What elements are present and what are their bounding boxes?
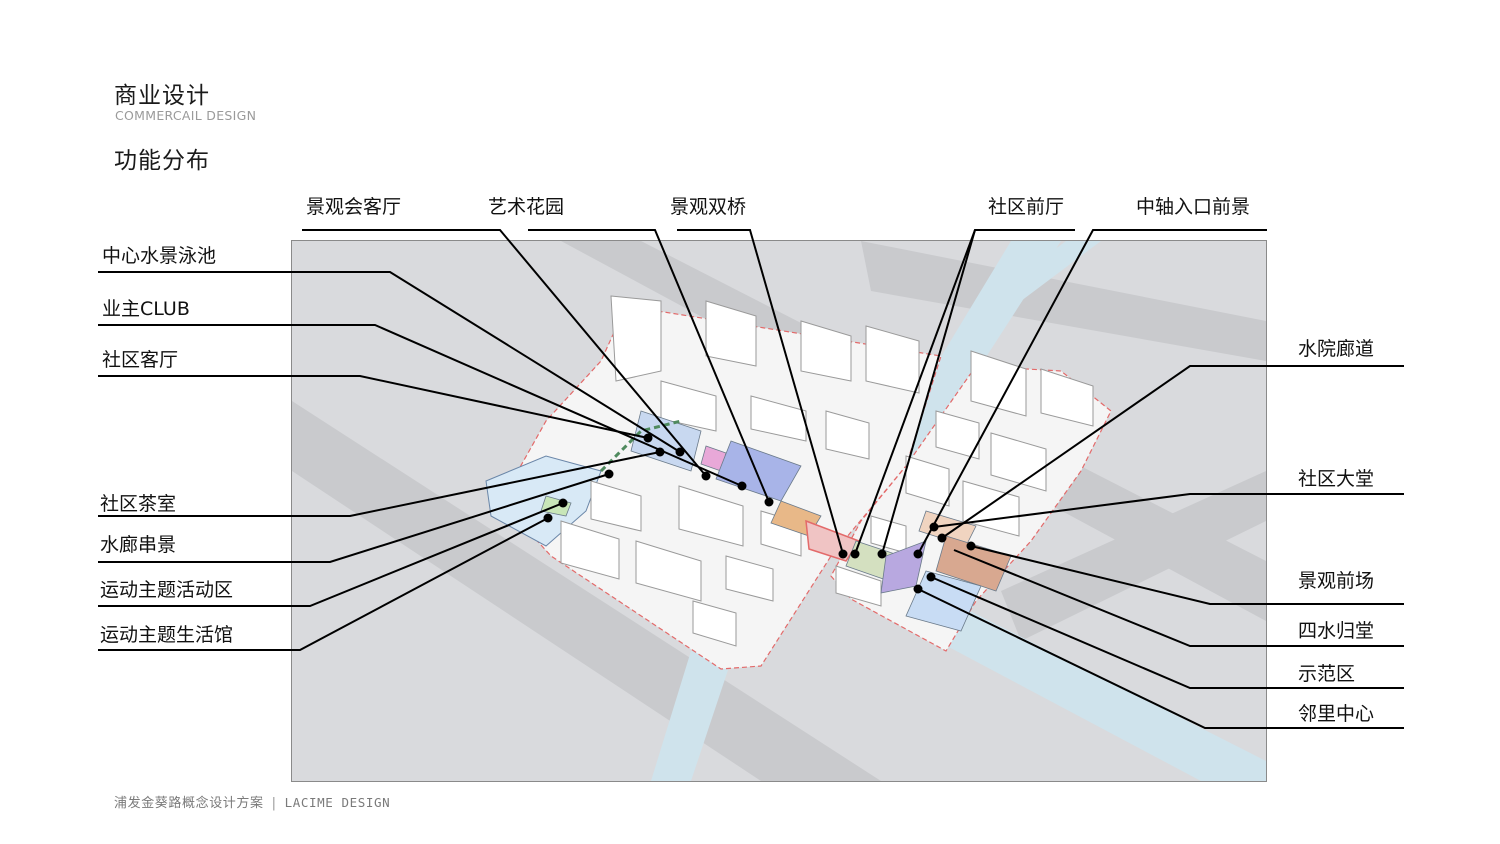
leader-dots (543, 433, 976, 594)
label-water-corridor: 水廊串景 (100, 534, 177, 556)
leader-water-courtyard (941, 365, 1404, 539)
walkway (599, 419, 682, 473)
leader-front-plaza (970, 545, 1404, 605)
label-community-living: 社区客厅 (102, 349, 179, 371)
label-shequ-qianting: 社区前厅 (988, 196, 1065, 218)
label-yishu-huayuan: 艺术花园 (488, 196, 565, 218)
leader-center-pool (98, 271, 681, 453)
leader-community-living (98, 375, 649, 439)
leader-sports-activity (98, 502, 564, 607)
footer-project: 浦发金葵路概念设计方案 (114, 796, 264, 811)
label-water-courtyard: 水院廊道 (1298, 338, 1375, 360)
label-jingguan-huiketing: 景观会客厅 (306, 196, 402, 218)
label-tea-room: 社区茶室 (100, 493, 177, 515)
label-front-plaza: 景观前场 (1298, 570, 1375, 592)
label-neighborhood-center: 邻里中心 (1298, 703, 1375, 725)
label-sports-activity: 运动主题活动区 (100, 579, 234, 601)
label-owner-club: 业主CLUB (102, 298, 190, 320)
label-sports-hall: 运动主题生活馆 (100, 624, 234, 646)
leader-shequ-qianting (881, 229, 1075, 555)
label-zhongzhou-rukou: 中轴入口前景 (1136, 196, 1251, 218)
leader-jingguan-shuangqiao (677, 229, 844, 555)
footer: 浦发金葵路概念设计方案 | LACIME DESIGN (114, 792, 390, 811)
leader-zhongzhou (917, 229, 1267, 555)
leader-tea-room (98, 451, 661, 517)
site-plan-drawing (292, 241, 1266, 781)
label-community-lobby: 社区大堂 (1298, 468, 1375, 490)
leader-neighborhood (917, 588, 1404, 729)
footer-brand: LACIME DESIGN (284, 795, 391, 810)
section-title: 功能分布 (114, 148, 210, 174)
leader-owner-club (98, 324, 743, 487)
leader-jingguan-huiketing (302, 229, 707, 477)
leader-yishu-huayuan (528, 229, 770, 503)
leader-water-corridor (98, 473, 610, 563)
residential-buildings (560, 295, 1094, 647)
leader-sports-hall (98, 517, 549, 651)
leader-community-lobby (933, 493, 1404, 528)
label-jingguan-shuangqiao: 景观双桥 (670, 196, 747, 218)
label-sishui-guitang: 四水归堂 (1298, 620, 1375, 642)
footer-separator: | (271, 796, 277, 811)
leader-demo-zone (930, 576, 1404, 689)
label-center-pool: 中心水景泳池 (102, 245, 217, 267)
page-subtitle: COMMERCAIL DESIGN (115, 108, 257, 123)
label-demo-zone: 示范区 (1298, 663, 1356, 685)
page-title: 商业设计 (114, 83, 210, 109)
leader-sishui-guitang (953, 549, 1404, 647)
site-plan-map (291, 240, 1267, 782)
